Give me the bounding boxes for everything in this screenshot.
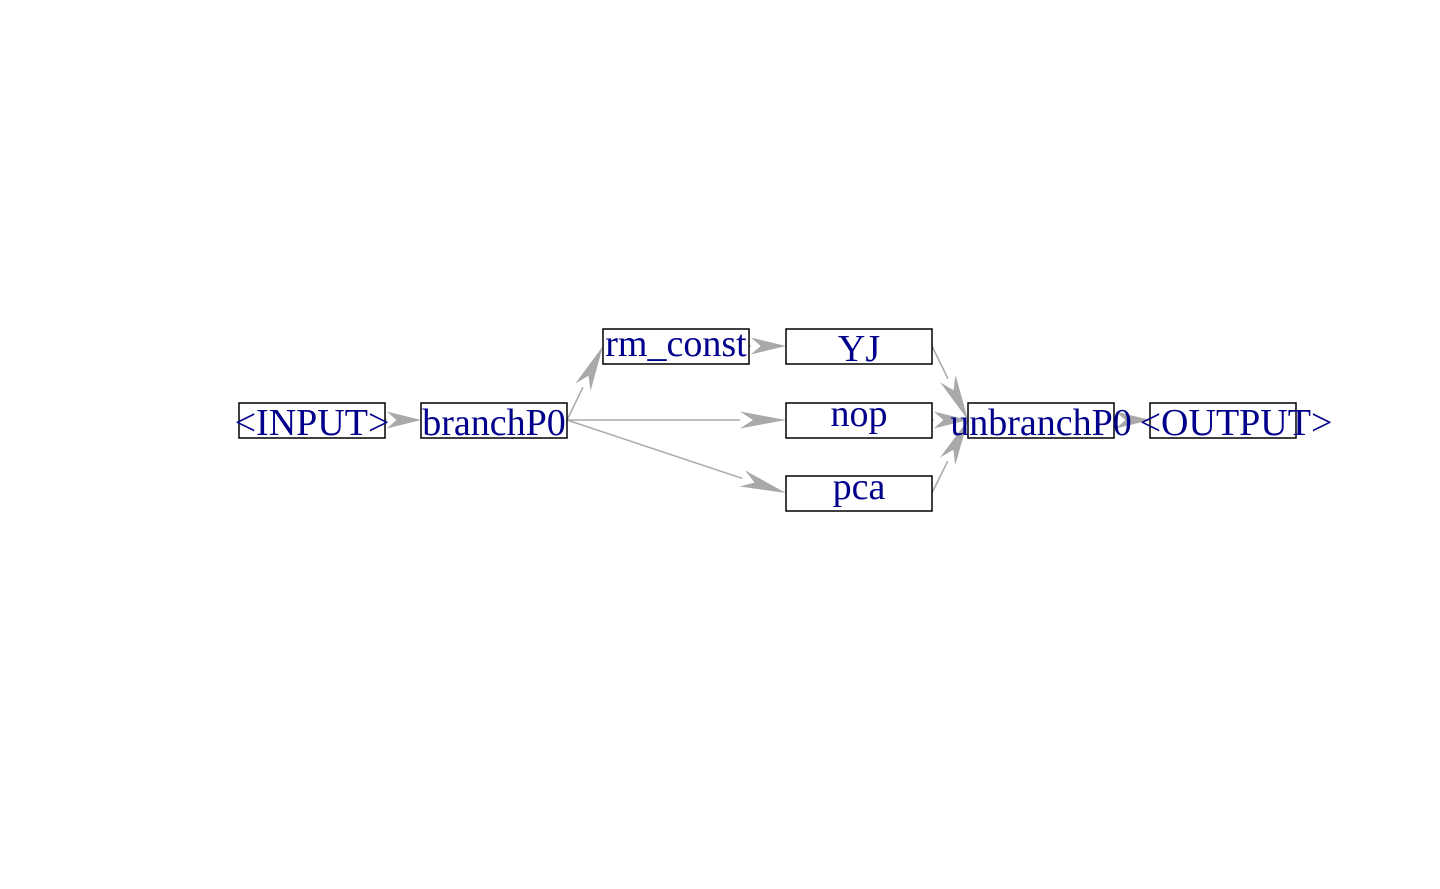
node-input-box bbox=[238, 402, 386, 439]
node-branch-label: branchP0 bbox=[422, 402, 566, 444]
arrowhead-branch-to-pca bbox=[739, 470, 786, 493]
node-rm-const[interactable]: rm_const bbox=[602, 323, 750, 365]
node-output-box bbox=[1149, 402, 1297, 439]
node-nop-label: nop bbox=[831, 393, 888, 435]
node-unbranch[interactable]: unbranchP0 bbox=[950, 402, 1132, 444]
arrowhead-rm_const-to-yj bbox=[750, 337, 786, 355]
node-unbranch-box bbox=[967, 402, 1115, 439]
node-input-label: <INPUT> bbox=[235, 402, 390, 444]
node-output[interactable]: <OUTPUT> bbox=[1140, 402, 1333, 444]
arrowhead-unbranch-to-output bbox=[1115, 411, 1150, 429]
node-branch[interactable]: branchP0 bbox=[420, 402, 568, 444]
node-yj[interactable]: YJ bbox=[785, 328, 933, 370]
node-pca-box bbox=[785, 475, 933, 512]
arrowhead-yj-to-unbranch bbox=[940, 374, 968, 420]
node-yj-label: YJ bbox=[838, 328, 880, 370]
node-branch-box bbox=[420, 402, 568, 439]
arrowhead-nop-to-unbranch bbox=[933, 411, 968, 429]
node-pca-label: pca bbox=[833, 466, 886, 508]
edge-yj-to-unbranch bbox=[931, 345, 949, 379]
node-yj-box bbox=[785, 328, 933, 365]
node-rm-const-box bbox=[602, 328, 750, 365]
node-unbranch-label: unbranchP0 bbox=[950, 402, 1132, 444]
edge-branch-to-pca bbox=[566, 419, 743, 480]
node-nop-box bbox=[785, 402, 933, 439]
node-rm-const-label: rm_const bbox=[605, 323, 747, 365]
node-input[interactable]: <INPUT> bbox=[235, 402, 390, 444]
node-output-label: <OUTPUT> bbox=[1140, 402, 1333, 444]
arrowhead-pca-to-unbranch bbox=[940, 420, 968, 466]
arrowhead-branch-to-rm_const bbox=[575, 346, 603, 392]
edges-layer bbox=[385, 337, 1150, 494]
arrowhead-branch-to-nop bbox=[740, 411, 786, 429]
edge-pca-to-unbranch bbox=[931, 460, 949, 494]
node-pca[interactable]: pca bbox=[785, 466, 933, 512]
node-nop[interactable]: nop bbox=[785, 393, 933, 439]
arrowhead-input-to-branch bbox=[386, 411, 421, 429]
edge-branch-to-rm_const bbox=[566, 387, 584, 421]
